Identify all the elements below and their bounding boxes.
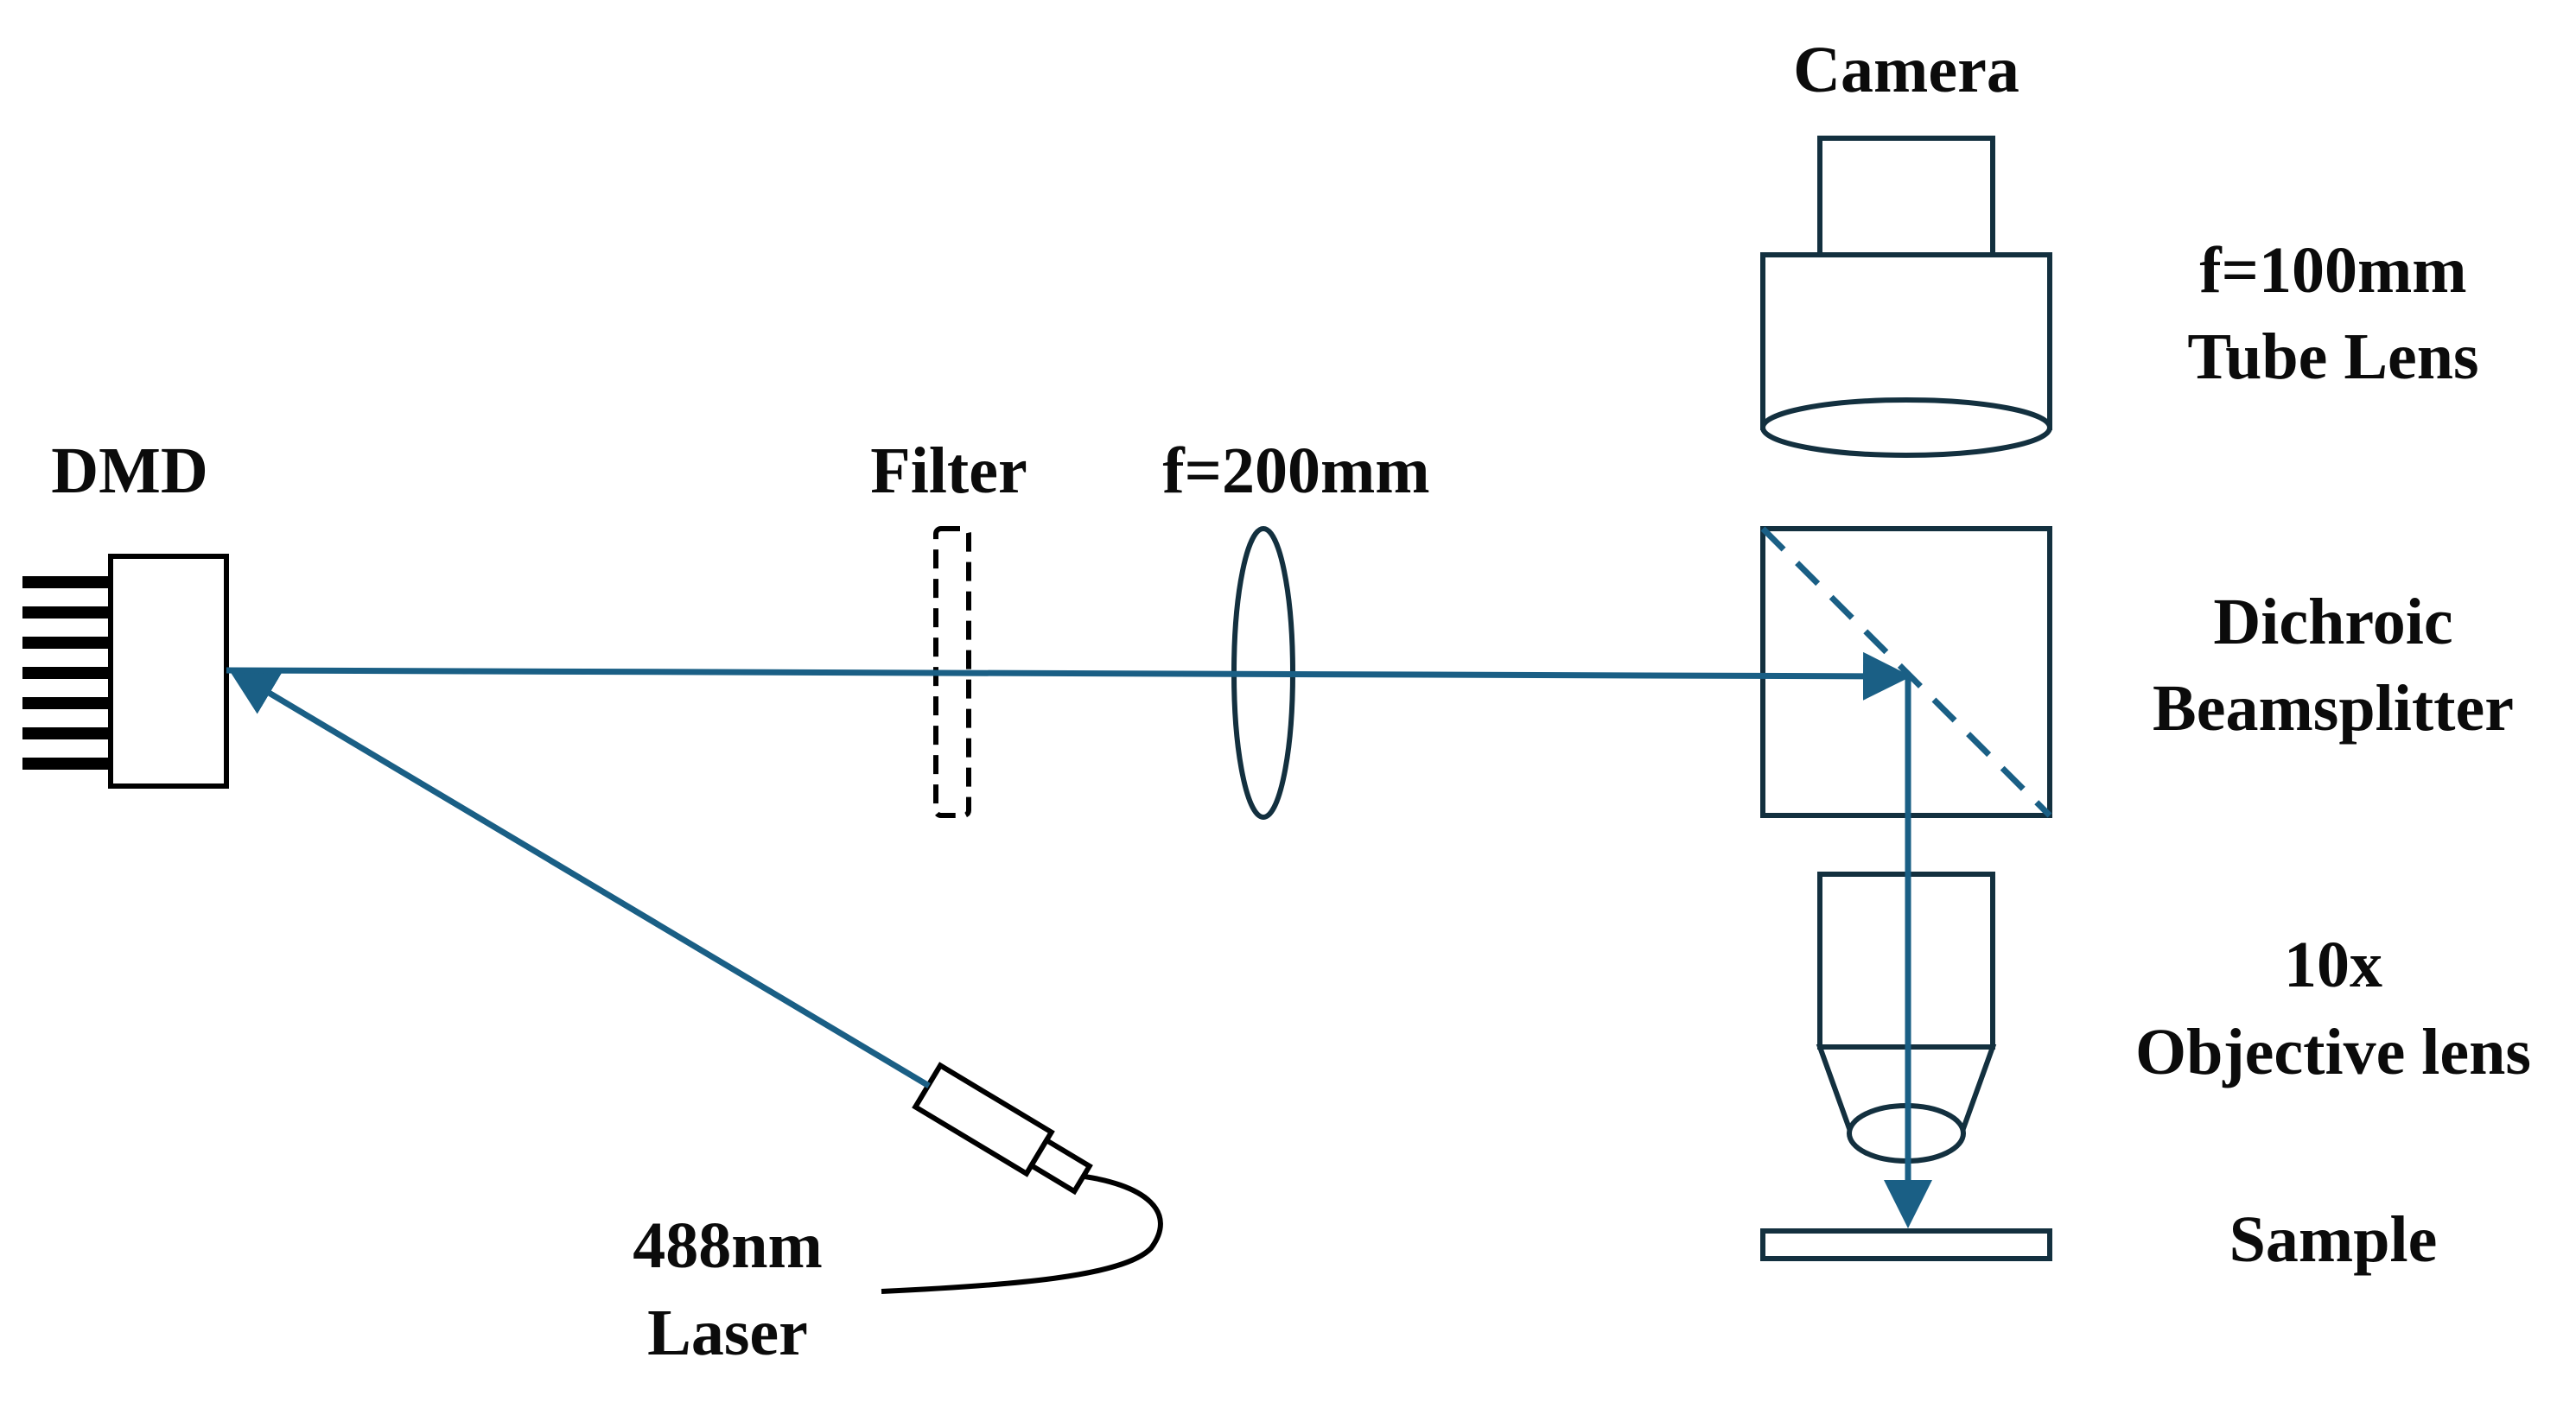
label-filter: Filter xyxy=(870,435,1027,507)
dmd xyxy=(22,554,229,789)
sample-slide xyxy=(1760,1228,2052,1261)
laser-head xyxy=(912,1062,1093,1196)
dmd-fins xyxy=(22,576,111,770)
label-lens-focal: f=200mm xyxy=(1162,435,1429,507)
label-dmd: DMD xyxy=(51,435,208,507)
label-laser-line2: Laser xyxy=(647,1297,808,1369)
label-camera: Camera xyxy=(1793,34,2019,106)
laser-fiber-cable xyxy=(881,1172,1163,1294)
camera xyxy=(1760,136,2052,458)
label-tube-lens-focal: f=100mm xyxy=(2199,234,2466,307)
beam-dmd-to-dichroic xyxy=(226,651,1911,701)
label-sample: Sample xyxy=(2229,1203,2438,1276)
label-objective-line1: 10x xyxy=(2284,929,2382,1001)
beam-laser-to-dmd xyxy=(227,668,931,1089)
label-objective-line2: Objective lens xyxy=(2135,1016,2531,1088)
beam-path xyxy=(226,651,1932,1228)
label-laser-line1: 488nm xyxy=(633,1209,823,1282)
label-dichroic-line2: Beamsplitter xyxy=(2153,672,2514,745)
label-tube-lens-name: Tube Lens xyxy=(2187,320,2478,393)
label-dichroic-line1: Dichroic xyxy=(2213,586,2452,658)
